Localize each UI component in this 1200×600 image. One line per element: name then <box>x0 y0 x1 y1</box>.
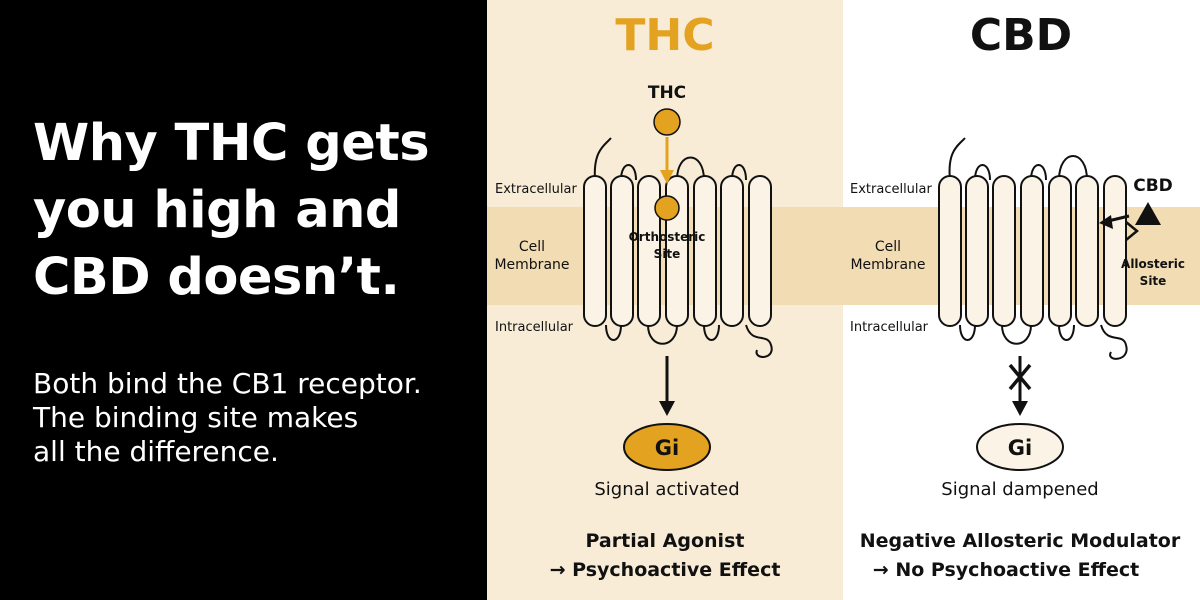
panel-title: THC <box>615 10 714 61</box>
headline-line-3: CBD doesn’t. <box>33 248 400 307</box>
subtext-line-3: all the difference. <box>33 435 279 468</box>
cbd-panel: CBD Extracellular Cell Membrane Intracel… <box>843 0 1200 600</box>
allosteric-site-label: Allosteric <box>1121 257 1185 271</box>
blocked-signal-arrow-icon <box>1008 356 1032 416</box>
allosteric-pocket-icon <box>1125 221 1139 241</box>
label-extracellular: Extracellular <box>495 182 578 197</box>
orthosteric-site-label-2: Site <box>654 247 681 261</box>
effect-label: → No Psychoactive Effect <box>873 559 1139 581</box>
label-membrane: Membrane <box>494 257 569 273</box>
subtext: Both bind the CB1 receptor. The binding … <box>33 367 478 469</box>
signal-status: Signal dampened <box>941 479 1098 500</box>
n-terminus <box>948 137 966 181</box>
thc-diagram: THC Extracellular Cell Membrane Intracel… <box>487 10 843 581</box>
thc-panel: THC Extracellular Cell Membrane Intracel… <box>487 0 843 600</box>
binding-arrow-icon <box>660 137 674 184</box>
label-intracellular: Intracellular <box>850 320 929 335</box>
orthosteric-site-label: Orthosteric <box>629 230 706 244</box>
signal-status: Signal activated <box>594 479 739 500</box>
label-membrane: Membrane <box>850 257 925 273</box>
cbd-ligand-label: CBD <box>1133 176 1173 196</box>
gi-protein-label: Gi <box>1008 436 1032 460</box>
cb1-receptor <box>948 137 1128 360</box>
thc-ligand-label: THC <box>648 83 686 103</box>
label-extracellular: Extracellular <box>850 182 933 197</box>
cbd-diagram: CBD Extracellular Cell Membrane Intracel… <box>843 10 1200 581</box>
signal-arrow-icon <box>659 356 675 416</box>
label-cell: Cell <box>519 239 545 255</box>
thc-molecule-icon <box>653 108 681 136</box>
gi-protein-label: Gi <box>655 436 679 460</box>
transmembrane-helices <box>583 175 772 327</box>
headline-line-1: Why THC gets <box>33 114 430 173</box>
effect-label: → Psychoactive Effect <box>550 559 781 581</box>
subtext-line-1: Both bind the CB1 receptor. <box>33 367 422 400</box>
bound-thc-icon <box>654 195 680 221</box>
label-intracellular: Intracellular <box>495 320 574 335</box>
panel-title: CBD <box>970 10 1072 61</box>
transmembrane-helices <box>938 175 1127 327</box>
intro-panel: Why THC gets you high and CBD doesn’t. B… <box>0 0 487 600</box>
allosteric-site-label-2: Site <box>1140 274 1167 288</box>
allosteric-arrow-icon <box>1099 214 1130 229</box>
headline: Why THC gets you high and CBD doesn’t. <box>33 110 478 311</box>
label-cell: Cell <box>875 239 901 255</box>
gi-protein <box>976 423 1064 471</box>
cbd-molecule-icon <box>1135 202 1161 225</box>
gi-protein <box>623 423 711 471</box>
n-terminus <box>593 137 612 181</box>
headline-line-2: you high and <box>33 181 401 240</box>
mechanism-label: Partial Agonist <box>586 530 745 552</box>
subtext-line-2: The binding site makes <box>33 401 359 434</box>
mechanism-label: Negative Allosteric Modulator <box>860 530 1181 552</box>
